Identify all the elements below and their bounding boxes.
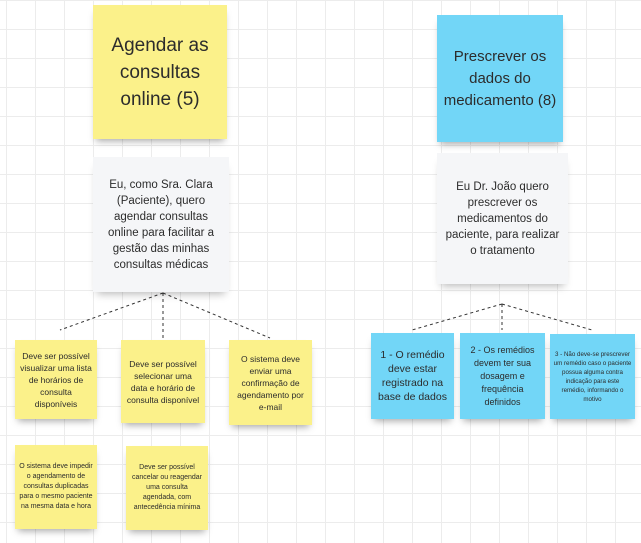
criteria-note[interactable]: Deve ser possível cancelar ou reagendar … [126,446,208,530]
criteria-text: Deve ser possível selecionar uma data e … [126,358,200,405]
criteria-text: 2 - Os remédios devem ter sua dosagem e … [470,344,535,407]
criteria-text: O sistema deve impedir o agendamento de … [19,463,93,510]
criteria-text: 1 - O remédio deve estar registrado na b… [378,349,447,403]
criteria-note[interactable]: Deve ser possível selecionar uma data e … [121,340,205,423]
epic-prescrever-note[interactable]: Prescrever os dados do medicamento (8) [437,15,563,142]
criteria-text: O sistema deve enviar uma confirmação de… [237,353,304,412]
connector-line [501,303,593,331]
story-clara-card[interactable]: Eu, como Sra. Clara (Paciente), quero ag… [93,157,229,292]
criteria-text: 3 - Não deve-se prescrever um remédio ca… [553,350,632,403]
criteria-note[interactable]: 2 - Os remédios devem ter sua dosagem e … [460,333,545,419]
epic-prescrever-text: Prescrever os dados do medicamento (8) [443,47,557,109]
criteria-note[interactable]: O sistema deve impedir o agendamento de … [15,445,97,529]
epic-agendar-note[interactable]: Agendar as consultas online (5) [93,5,227,139]
criteria-text: Deve ser possível visualizar uma lista d… [20,350,92,409]
criteria-note[interactable]: O sistema deve enviar uma confirmação de… [229,340,312,425]
epic-agendar-text: Agendar as consultas online (5) [111,34,209,110]
criteria-note[interactable]: 1 - O remédio deve estar registrado na b… [371,333,454,419]
story-clara-text: Eu, como Sra. Clara (Paciente), quero ag… [107,178,215,271]
story-joao-card[interactable]: Eu Dr. João quero prescrever os medicame… [437,153,568,284]
criteria-note[interactable]: Deve ser possível visualizar uma lista d… [15,340,97,419]
connector-line [59,292,164,331]
criteria-note[interactable]: 3 - Não deve-se prescrever um remédio ca… [550,334,635,419]
connector-line [162,292,271,339]
story-joao-text: Eu Dr. João quero prescrever os medicame… [445,180,560,257]
connector-line [411,303,503,331]
criteria-text: Deve ser possível cancelar ou reagendar … [131,464,203,511]
